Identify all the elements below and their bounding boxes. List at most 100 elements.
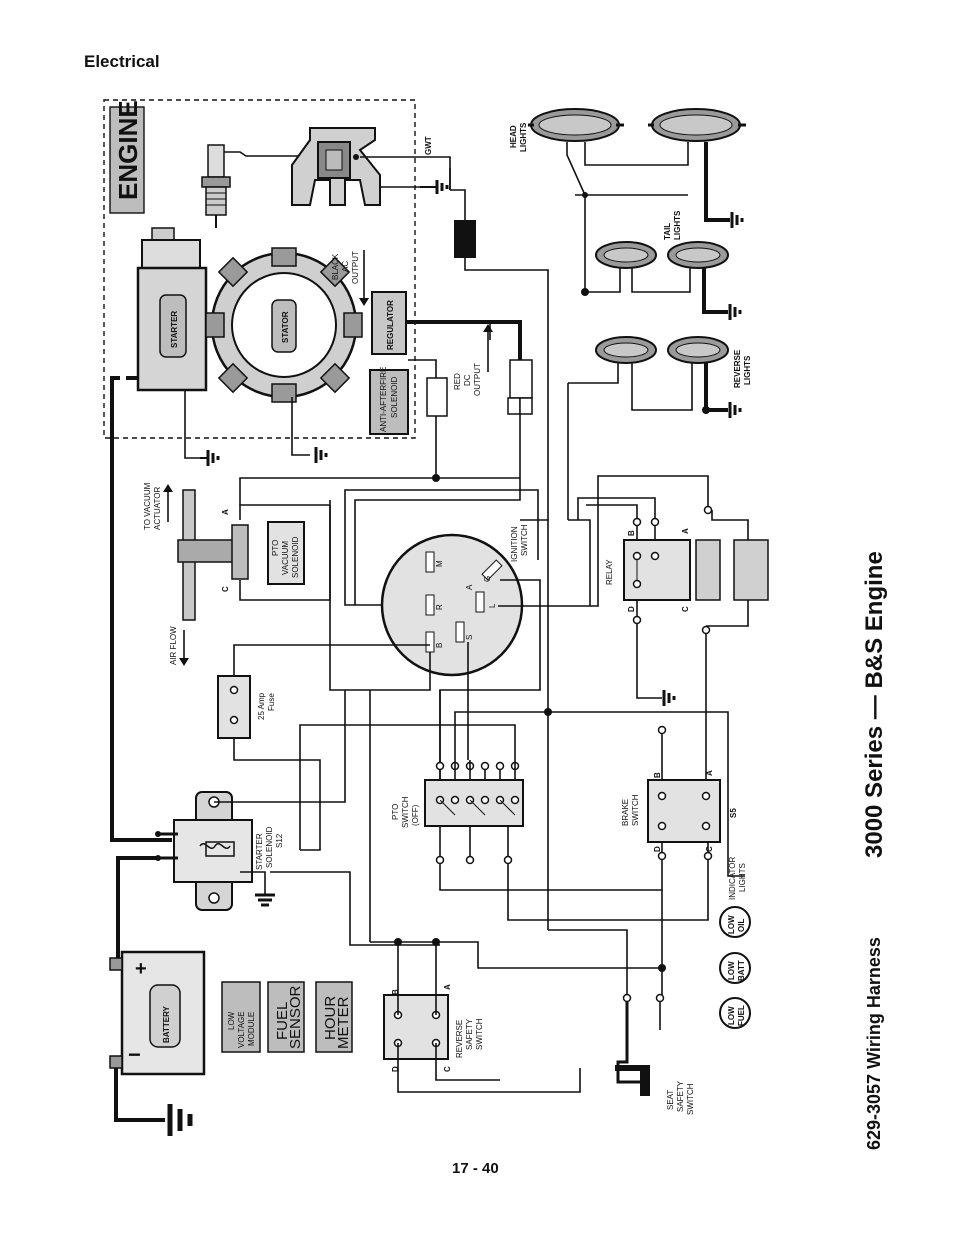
indicator-lights-label: INDICATOR LIGHTS [728,857,747,900]
ground-icon [255,893,275,907]
svg-text:SWITCH: SWITCH [401,796,410,828]
svg-text:ACTUATOR: ACTUATOR [153,487,162,530]
svg-text:REGULATOR: REGULATOR [386,300,395,350]
section-header: Electrical [84,52,160,71]
svg-text:SENSOR: SENSOR [287,985,304,1049]
seat-safety-switch [615,993,665,1096]
svg-text:SAFETY: SAFETY [676,1080,685,1112]
diagram-title: 3000 Series — B&S Engine [861,551,888,858]
svg-text:STARTER: STARTER [170,311,179,348]
relay [623,539,769,601]
ground-icon [206,450,220,466]
svg-text:SWITCH: SWITCH [520,524,529,556]
svg-text:C: C [681,606,690,612]
ground-icon [662,690,676,706]
svg-text:R: R [435,604,444,610]
svg-text:TO VACUUM: TO VACUUM [143,482,152,530]
svg-text:BRAKE: BRAKE [621,799,630,826]
svg-text:REVERSE: REVERSE [455,1020,464,1058]
svg-text:FUEL: FUEL [737,1005,746,1026]
starter-motor: STARTER [136,227,208,392]
pto-vacuum-valve [177,489,249,621]
svg-text:MODULE: MODULE [247,1012,256,1046]
anti-afterfire-solenoid: ANTI-AFTERFIRE SOLENOID [369,367,409,435]
svg-text:BLACK: BLACK [331,253,340,280]
svg-text:METER: METER [335,996,352,1049]
svg-text:D: D [653,846,662,852]
ignition-switch: B R S M A L G [380,533,524,677]
pto-vacuum-solenoid: PTO VACUUM SOLENOID [267,521,305,585]
svg-text:B: B [435,643,444,648]
tail-light-2 [667,241,729,269]
svg-text:PTO: PTO [391,804,400,820]
svg-text:LIGHTS: LIGHTS [738,863,747,892]
svg-text:SOLENOID: SOLENOID [265,826,274,868]
tail-light-1 [595,241,657,269]
ground-icon [314,447,328,463]
svg-text:C: C [221,586,230,592]
ground-icon [420,180,449,194]
svg-text:25 Amp: 25 Amp [257,692,266,720]
svg-text:BATTERY: BATTERY [162,1005,171,1043]
reverse-safety-label: REVERSE SAFETY SWITCH [455,1018,484,1058]
svg-text:SOLENOID: SOLENOID [291,536,300,578]
svg-text:INDICATOR: INDICATOR [728,857,737,900]
low-batt-indicator: LOW BATT [719,952,751,984]
head-light-2 [648,108,746,142]
engine-boundary [103,99,416,439]
svg-text:LOW: LOW [727,961,736,980]
pto-switch [424,779,524,827]
svg-text:Fuse: Fuse [267,693,276,711]
svg-text:M: M [435,560,444,567]
svg-text:RED: RED [453,373,462,390]
tail-lights-label: TAIL [663,223,672,240]
page-number: 17 - 40 [452,1160,499,1177]
reverse-light-2 [667,336,729,364]
svg-text:B: B [391,989,400,995]
svg-text:HOUR: HOUR [322,996,339,1040]
svg-text:ANTI-AFTERFIRE: ANTI-AFTERFIRE [379,367,388,432]
svg-text:S12: S12 [275,833,284,848]
gwt-label: GWT [424,136,433,155]
svg-text:BATT: BATT [737,960,746,981]
svg-text:DC: DC [463,374,472,386]
reverse-light-1 [595,336,657,364]
svg-text:LIGHTS: LIGHTS [519,122,528,152]
spark-plug-icon [201,144,300,228]
fuel-sensor: FUEL SENSOR [267,981,305,1053]
svg-text:SWITCH: SWITCH [631,794,640,826]
fuse-25amp: 25 Amp Fuse [217,675,276,739]
svg-text:D: D [391,1066,400,1072]
svg-text:AC: AC [341,261,350,272]
relay-label: RELAY [605,559,614,585]
svg-text:SWITCH: SWITCH [475,1018,484,1050]
svg-text:A: A [465,584,474,590]
low-voltage-module: LOW VOLTAGE MODULE [221,981,261,1053]
regulator: REGULATOR [371,291,407,355]
hour-meter: HOUR METER [315,981,353,1053]
pto-switch-label: PTO SWITCH (OFF) [391,796,420,828]
svg-text:ENGINE: ENGINE [113,100,143,200]
svg-text:SWITCH: SWITCH [686,1083,695,1115]
svg-text:OUTPUT: OUTPUT [473,363,482,396]
svg-text:C: C [705,846,714,852]
stator: STATOR [205,247,363,403]
svg-text:−: − [128,1042,141,1067]
reverse-lights-label: REVERSE [733,349,742,388]
svg-text:L: L [488,603,497,608]
svg-text:A: A [221,509,230,515]
svg-text:B: B [627,530,636,536]
ignition-coil-icon [291,127,381,206]
harness-subtitle: 629-3057 Wiring Harness [864,937,884,1150]
air-flow-label: AIR FLOW [169,626,178,665]
ignition-switch-label: IGNITION SWITCH [510,524,529,562]
starter-solenoid-label: STARTER SOLENOID S12 [255,826,284,870]
svg-text:AIR FLOW: AIR FLOW [169,626,178,665]
svg-text:LIGHTS: LIGHTS [673,210,682,240]
starter-solenoid [155,791,253,911]
svg-text:C: C [443,1066,452,1072]
seat-safety-label: SEAT SAFETY SWITCH [666,1080,695,1115]
svg-text:IGNITION: IGNITION [510,526,519,562]
reverse-safety-switch [383,994,449,1060]
head-light-1 [528,108,624,142]
